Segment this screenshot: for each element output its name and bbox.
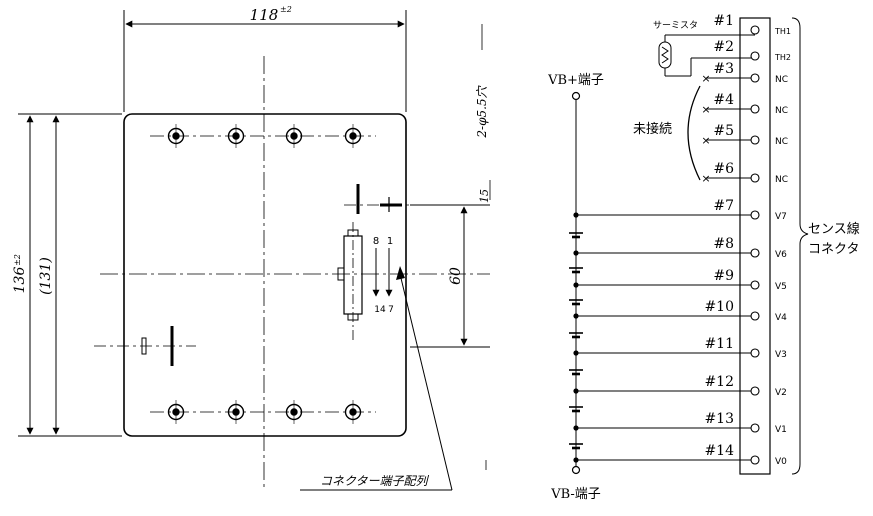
pin-label-8: 8 (373, 236, 379, 247)
bolt-hole (344, 400, 362, 424)
pin-number: #7 (713, 198, 734, 214)
pin-function-label: NC (775, 106, 788, 116)
pin-number: #2 (713, 39, 734, 55)
bolt-hole (344, 124, 362, 148)
pin-terminal (750, 135, 760, 145)
bolt-hole (167, 400, 185, 424)
pin-function-label: V6 (775, 250, 787, 260)
thermistor-label: サーミスタ (653, 20, 698, 31)
pin-terminal (750, 173, 760, 183)
pin-label-7: 7 (388, 305, 394, 315)
plate-outline (123, 113, 407, 437)
connector-group-label-1: センス線 (808, 221, 860, 237)
junction-dot (573, 350, 579, 356)
vb-plus-label: VB+端子 (547, 73, 604, 88)
pin-number: #14 (704, 443, 734, 459)
mechanical-drawing (18, 10, 491, 491)
pin-number: #12 (704, 374, 734, 390)
pin-terminal (750, 423, 760, 433)
pitch-dimension-value: 60 (448, 267, 464, 285)
nc-cross-mark: × (701, 172, 710, 185)
inner-height-dimension-value: (131) (38, 257, 54, 295)
junction-dot (573, 425, 579, 431)
pin-number: #5 (713, 123, 734, 139)
not-connected-label: 未接続 (633, 121, 672, 137)
pin-terminal (750, 25, 760, 35)
bolt-hole (285, 124, 303, 148)
pin-function-label: V7 (775, 212, 787, 222)
pin-terminal (750, 455, 760, 465)
bolt-hole (167, 124, 185, 148)
pin-terminal (750, 280, 760, 290)
junction-dot (573, 282, 579, 288)
pin-number: #10 (704, 299, 734, 315)
pin-terminal (750, 51, 760, 61)
nc-cross-mark: × (701, 72, 710, 85)
width-tolerance: ±2 (280, 5, 292, 14)
junction-dot (573, 388, 579, 394)
height-dimension-value: 136 (12, 267, 28, 294)
hole-note: 2-φ5.5穴 (475, 84, 489, 138)
pin-function-label: TH1 (774, 27, 791, 36)
battery-cells (569, 232, 583, 450)
connector-group-label-2: コネクタ (808, 242, 859, 257)
pin-function-label: V5 (775, 282, 787, 292)
thermistor-symbol (658, 41, 672, 69)
bolt-hole (227, 400, 245, 424)
connector-pin-rows: #1TH1#2TH2×#3NC×#4NC×#5NC×#6NC#7V7#8V6#9… (573, 13, 791, 467)
sense-connector (739, 17, 771, 475)
pin-function-label: V0 (775, 457, 787, 467)
pin-function-label: TH2 (774, 53, 791, 62)
pin-function-label: NC (775, 175, 788, 185)
connector-body (337, 229, 363, 321)
width-dimension-value: 118 (250, 6, 279, 24)
pin-function-label: V1 (775, 425, 787, 435)
pin-number: #8 (713, 236, 734, 252)
pin-number: #13 (704, 411, 734, 427)
pin-terminal (750, 311, 760, 321)
pin-function-label: NC (775, 137, 788, 147)
pin-terminal (750, 348, 760, 358)
schematic (575, 17, 809, 475)
pin-number: #3 (713, 61, 734, 77)
pin-number: #4 (713, 92, 734, 108)
pin-terminal (750, 210, 760, 220)
pin-label-1: 1 (387, 236, 393, 247)
junction-dot (573, 212, 579, 218)
pin-number: #11 (704, 336, 734, 352)
bolt-hole (285, 400, 303, 424)
pin-number: #1 (713, 13, 734, 29)
pin-terminal (750, 248, 760, 258)
junction-dot (573, 250, 579, 256)
partial-dimension-value: 15 (478, 189, 491, 203)
pin-function-label: V2 (775, 388, 787, 398)
pin-terminal (750, 73, 760, 83)
connector-callout: コネクター端子配列 (320, 474, 430, 488)
nc-cross-mark: × (701, 103, 710, 116)
pin-terminal (750, 104, 760, 114)
junction-dot (573, 457, 579, 463)
junction-dot (573, 313, 579, 319)
pin-label-14: 14 (374, 305, 386, 315)
vb-minus-label: VB-端子 (550, 487, 601, 502)
height-tolerance: ±2 (13, 254, 22, 266)
pin-function-label: V3 (775, 350, 787, 360)
vb-minus-terminal (571, 465, 581, 475)
pin-function-label: V4 (775, 313, 787, 323)
pin-terminal (750, 386, 760, 396)
pin-number: #6 (713, 161, 734, 177)
pin-function-label: NC (775, 75, 788, 85)
nc-cross-mark: × (701, 134, 710, 147)
pin-number: #9 (713, 268, 734, 284)
bolt-hole (227, 124, 245, 148)
connector-brace (791, 17, 809, 475)
vb-plus-terminal (571, 91, 581, 101)
